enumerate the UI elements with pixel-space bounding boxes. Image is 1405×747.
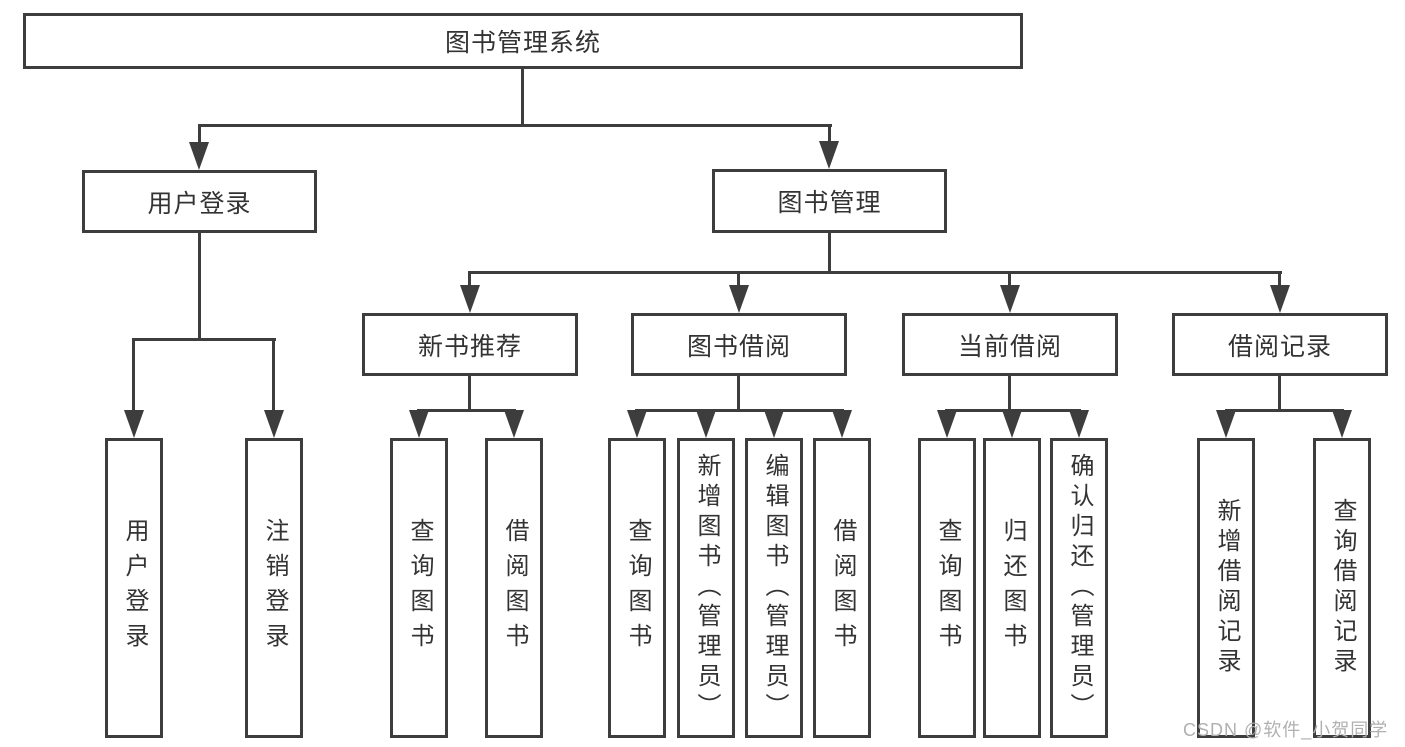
connector-new-book-rec-hline (417, 409, 516, 412)
node-root: 图书管理系统 (23, 13, 1023, 69)
node-user-login: 用户登录 (82, 170, 317, 233)
leaf-edit-books-admin: 编辑图书（管理员） (745, 438, 803, 738)
leaf-label: 借阅图书 (501, 518, 528, 658)
arrowhead-icon (409, 410, 429, 438)
leaf-label: 查询图书 (624, 518, 651, 658)
connector-borrow-records-stem (1278, 376, 1281, 409)
connector-book-borrow-hline (635, 409, 844, 412)
connector-book-mgmt-stem (828, 233, 831, 273)
connector-user-login-stem (198, 233, 201, 338)
leaf-label: 编辑图书（管理员） (761, 453, 788, 723)
arrowhead-icon (832, 410, 852, 438)
arrowhead-icon (937, 410, 957, 438)
arrowhead-icon (1332, 410, 1352, 438)
leaf-borrow-books: 借阅图书 (813, 438, 871, 738)
leaf-confirm-return-admin: 确认归还（管理员） (1050, 438, 1108, 738)
node-book-mgmt-label: 图书管理 (777, 189, 882, 217)
connector-drop-l3 (1278, 271, 1281, 287)
arrowhead-icon (1000, 285, 1020, 313)
arrowhead-icon (729, 285, 749, 313)
node-new-book-rec-label: 新书推荐 (417, 332, 522, 361)
node-new-book-rec: 新书推荐 (362, 313, 578, 376)
arrowhead-icon (124, 410, 144, 438)
node-borrow-records-label: 借阅记录 (1227, 332, 1332, 361)
leaf-label: 查询图书 (934, 518, 961, 658)
arrowhead-icon (1069, 410, 1089, 438)
node-current-borrow: 当前借阅 (902, 313, 1118, 376)
node-book-borrow-label: 图书借阅 (686, 332, 791, 361)
connector-root-stem (521, 69, 524, 124)
connector-drop-l3 (737, 271, 740, 287)
leaf-add-borrow-record: 新增借阅记录 (1197, 438, 1255, 738)
arrowhead-icon (764, 410, 784, 438)
node-book-mgmt: 图书管理 (712, 169, 947, 233)
connector-book-mgmt-hline (469, 271, 1282, 274)
arrowhead-icon (819, 141, 839, 169)
node-book-borrow: 图书借阅 (631, 313, 847, 376)
leaf-query-books-rec: 查询图书 (390, 438, 448, 738)
leaf-label: 新增借阅记录 (1213, 498, 1240, 678)
node-borrow-records: 借阅记录 (1172, 313, 1388, 376)
arrowhead-icon (1002, 410, 1022, 438)
connector-user-login-hline (132, 338, 276, 341)
connector-drop-leaf (132, 338, 135, 410)
leaf-borrow-books-rec: 借阅图书 (485, 438, 543, 738)
csdn-watermark: CSDN @软件_小贺同学 (1183, 720, 1389, 740)
leaf-label: 新增图书（管理员） (693, 453, 720, 723)
leaf-query-borrow-record: 查询借阅记录 (1313, 438, 1371, 738)
leaf-return-books: 归还图书 (983, 438, 1041, 738)
connector-borrow-records-hline (1225, 409, 1344, 412)
arrowhead-icon (1270, 285, 1290, 313)
leaf-label: 确认归还（管理员） (1066, 453, 1093, 723)
leaf-query-books-current: 查询图书 (918, 438, 976, 738)
leaf-add-books-admin: 新增图书（管理员） (677, 438, 735, 738)
arrowhead-icon (189, 142, 209, 170)
arrowhead-icon (1216, 410, 1236, 438)
leaf-label: 借阅图书 (829, 518, 856, 658)
connector-root-hline (199, 124, 832, 127)
leaf-label: 查询图书 (406, 518, 433, 658)
connector-drop-l3 (1008, 271, 1011, 287)
connector-new-book-rec-stem (468, 376, 471, 409)
node-current-borrow-label: 当前借阅 (957, 332, 1062, 361)
leaf-label: 归还图书 (999, 518, 1026, 658)
leaf-logout-login: 注销登录 (245, 438, 303, 738)
leaf-user-login: 用户登录 (105, 438, 163, 738)
connector-book-borrow-stem (737, 376, 740, 409)
leaf-query-books-borrow: 查询图书 (608, 438, 666, 738)
node-root-label: 图书管理系统 (444, 29, 601, 57)
leaf-label: 查询借阅记录 (1329, 498, 1356, 678)
arrowhead-icon (460, 285, 480, 313)
connector-drop-book-mgmt (828, 124, 831, 144)
connector-drop-user-login (198, 124, 201, 144)
leaf-label: 注销登录 (261, 518, 288, 658)
arrowhead-icon (627, 410, 647, 438)
leaf-label: 用户登录 (121, 518, 148, 658)
connector-drop-leaf (272, 338, 275, 410)
connector-drop-l3 (468, 271, 471, 287)
node-user-login-label: 用户登录 (147, 189, 252, 218)
arrowhead-icon (264, 410, 284, 438)
arrowhead-icon (696, 410, 716, 438)
arrowhead-icon (504, 410, 524, 438)
connector-current-borrow-stem (1008, 376, 1011, 409)
